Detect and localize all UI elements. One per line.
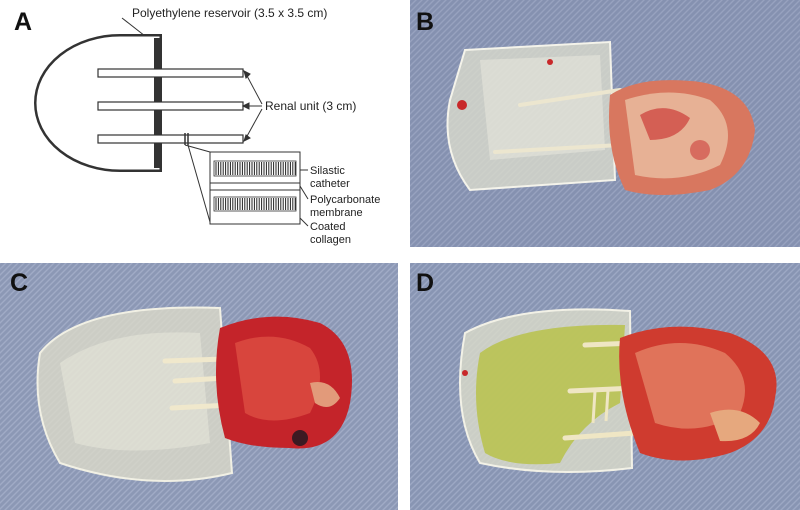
renal-unit-arrows bbox=[241, 70, 263, 142]
panel-d-letter: D bbox=[416, 269, 435, 297]
collagen-label-1: Coated bbox=[310, 221, 345, 233]
renal-unit-label: Renal unit (3 cm) bbox=[265, 99, 356, 113]
membrane-label-2: membrane bbox=[310, 207, 363, 219]
device-schematic: Polyethylene reservoir (3.5 x 3.5 cm) Re… bbox=[34, 6, 380, 246]
catheter-label-2: catheter bbox=[310, 178, 350, 190]
collagen-label-2: collagen bbox=[310, 234, 351, 246]
layer-cross-section bbox=[209, 151, 301, 225]
panel-d-photo: D bbox=[410, 263, 800, 510]
device-bag bbox=[446, 40, 617, 192]
device-bag bbox=[36, 306, 234, 482]
panel-a: A bbox=[0, 0, 400, 255]
panel-b-photo: B bbox=[410, 0, 800, 247]
catheter-label-1: Silastic bbox=[310, 165, 345, 177]
membrane-label-1: Polycarbonate bbox=[310, 194, 380, 206]
panel-c-letter: C bbox=[10, 269, 29, 297]
renal-unit-tubes bbox=[97, 68, 244, 144]
reservoir-label: Polyethylene reservoir (3.5 x 3.5 cm) bbox=[132, 6, 327, 20]
panel-c-photo: C bbox=[0, 263, 398, 510]
panel-b-letter: B bbox=[416, 8, 435, 36]
panel-a-letter: A bbox=[14, 8, 33, 36]
yellow-fluid bbox=[476, 324, 625, 465]
